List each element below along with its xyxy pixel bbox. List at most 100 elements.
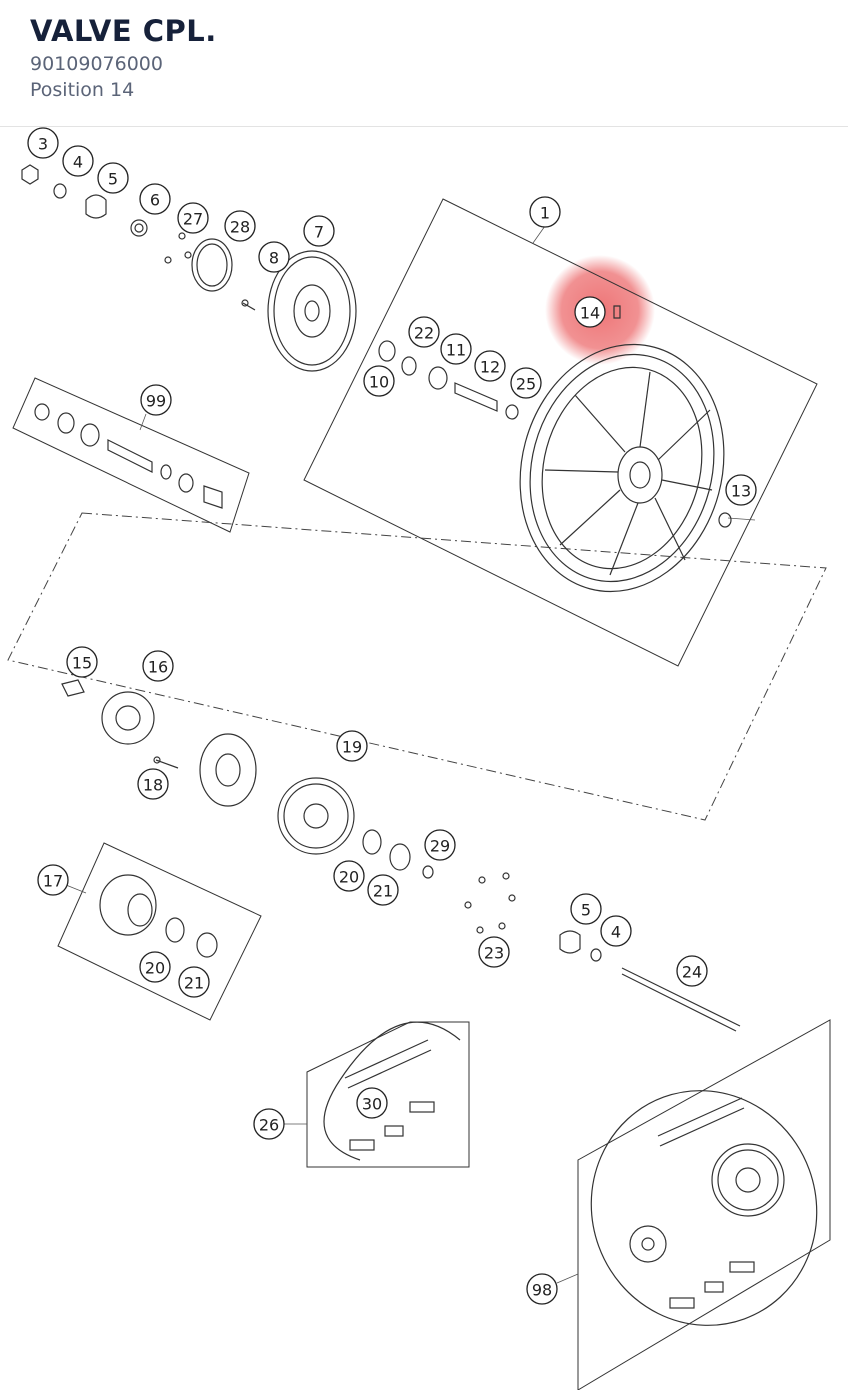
- part-callout-25[interactable]: 25: [510, 367, 542, 399]
- callout-number: 98: [532, 1281, 552, 1300]
- callout-circle: [139, 183, 171, 215]
- callout-circle: [336, 730, 368, 762]
- part-number: 90109076000: [30, 53, 163, 75]
- callout-number: 21: [373, 882, 393, 901]
- callout-number: 11: [446, 341, 466, 360]
- callout-number: 99: [146, 392, 166, 411]
- callout-number: 12: [480, 358, 500, 377]
- part-callout-15[interactable]: 15: [66, 646, 98, 678]
- callout-number: 15: [72, 654, 92, 673]
- callout-number: 16: [148, 658, 168, 677]
- chain-kit-parts: [323, 1021, 461, 1161]
- callout-circle: [258, 241, 290, 273]
- callout-number: 26: [259, 1116, 279, 1135]
- sprocket-carrier-box: [57, 842, 262, 1021]
- callout-number: 24: [682, 963, 702, 982]
- callout-circle: [62, 145, 94, 177]
- callout-circle: [424, 829, 456, 861]
- header: VALVE CPL. 90109076000 Position 14: [0, 0, 848, 127]
- callout-circle: [66, 646, 98, 678]
- bearing-kit-box: [12, 377, 250, 533]
- chain-kit-box: [306, 1021, 470, 1168]
- callout-circle: [303, 215, 335, 247]
- callout-number: 18: [143, 776, 163, 795]
- sprocket-carrier-parts: [99, 874, 218, 958]
- part-callout-19[interactable]: 19: [336, 730, 368, 762]
- part-callout-26[interactable]: 26: [253, 1108, 285, 1140]
- part-callout-5[interactable]: 5: [570, 893, 602, 925]
- rear-wheel: [378, 305, 732, 593]
- part-callout-99[interactable]: 99: [140, 384, 172, 416]
- callout-number: 22: [414, 324, 434, 343]
- part-callout-12[interactable]: 12: [474, 350, 506, 382]
- part-callout-21[interactable]: 21: [367, 874, 399, 906]
- part-callout-6[interactable]: 6: [139, 183, 171, 215]
- part-callout-3[interactable]: 3: [27, 127, 59, 159]
- callout-circle: [570, 893, 602, 925]
- callout-number: 30: [362, 1095, 382, 1114]
- part-callout-4[interactable]: 4: [62, 145, 94, 177]
- part-callout-23[interactable]: 23: [478, 936, 510, 968]
- callout-circle: [356, 1087, 388, 1119]
- part-callout-28[interactable]: 28: [224, 210, 256, 242]
- part-callout-27[interactable]: 27: [177, 202, 209, 234]
- drive-kit-box: [577, 1019, 831, 1390]
- callout-number: 21: [184, 974, 204, 993]
- drive-kit-parts: [590, 1090, 818, 1326]
- callout-circle: [529, 196, 561, 228]
- hub-group-dashline: [7, 512, 827, 821]
- callout-circle: [600, 915, 632, 947]
- callout-number: 4: [611, 923, 621, 942]
- callout-number: 4: [73, 153, 83, 172]
- part-callout-20[interactable]: 20: [333, 860, 365, 892]
- callout-circle: [408, 316, 440, 348]
- callout-circle: [510, 367, 542, 399]
- part-callout-16[interactable]: 16: [142, 650, 174, 682]
- callout-circle: [676, 955, 708, 987]
- callout-number: 6: [150, 191, 160, 210]
- callout-number: 1: [540, 204, 550, 223]
- callout-number: 5: [108, 170, 118, 189]
- part-callout-21[interactable]: 21: [178, 966, 210, 998]
- part-callout-18[interactable]: 18: [137, 768, 169, 800]
- part-callout-11[interactable]: 11: [440, 333, 472, 365]
- callout-circle: [97, 162, 129, 194]
- part-callout-20[interactable]: 20: [139, 951, 171, 983]
- callout-circle: [478, 936, 510, 968]
- callout-circle: [224, 210, 256, 242]
- part-callout-29[interactable]: 29: [424, 829, 456, 861]
- callout-circle: [253, 1108, 285, 1140]
- part-callout-98[interactable]: 98: [526, 1273, 558, 1305]
- callout-circle: [177, 202, 209, 234]
- part-callout-30[interactable]: 30: [356, 1087, 388, 1119]
- part-callout-14[interactable]: 14: [574, 296, 606, 328]
- callout-number: 23: [484, 944, 504, 963]
- callout-circle: [27, 127, 59, 159]
- callout-number: 19: [342, 738, 362, 757]
- part-callout-24[interactable]: 24: [676, 955, 708, 987]
- part-callout-1[interactable]: 1: [529, 196, 561, 228]
- callout-number: 7: [314, 223, 324, 242]
- leader-lines: [65, 225, 756, 1284]
- callout-circle: [37, 864, 69, 896]
- callout-circle: [574, 296, 606, 328]
- callout-circle: [333, 860, 365, 892]
- part-callout-4[interactable]: 4: [600, 915, 632, 947]
- part-callout-22[interactable]: 22: [408, 316, 440, 348]
- callout-number: 20: [339, 868, 359, 887]
- part-callout-17[interactable]: 17: [37, 864, 69, 896]
- bearing-kit-parts: [34, 403, 223, 509]
- callout-circle: [142, 650, 174, 682]
- part-callout-8[interactable]: 8: [258, 241, 290, 273]
- part-callout-7[interactable]: 7: [303, 215, 335, 247]
- callout-circle: [725, 474, 757, 506]
- part-callout-10[interactable]: 10: [363, 365, 395, 397]
- part-callout-13[interactable]: 13: [725, 474, 757, 506]
- callout-circle: [440, 333, 472, 365]
- part-callout-5[interactable]: 5: [97, 162, 129, 194]
- callout-circle: [367, 874, 399, 906]
- callout-circle: [363, 365, 395, 397]
- callout-number: 27: [183, 210, 203, 229]
